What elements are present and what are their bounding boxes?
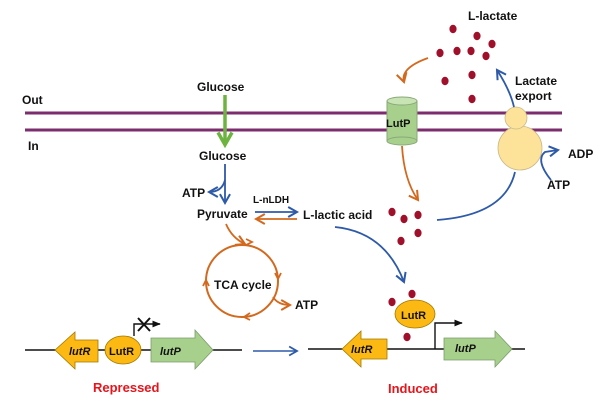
lactate-dot xyxy=(473,31,481,41)
atp-tca-label: ATP xyxy=(295,298,318,312)
cell-membrane xyxy=(25,111,562,132)
out-label: Out xyxy=(22,93,43,107)
tca-arrowhead xyxy=(242,312,251,321)
tca-atp-arrow xyxy=(272,296,293,311)
lutp-transporter: LutP xyxy=(386,96,418,146)
bound-lactate-dots xyxy=(388,289,416,342)
enzyme-label: L-nLDH xyxy=(253,195,289,206)
atp-to-adp-arrow xyxy=(540,145,561,181)
lutp-label: LutP xyxy=(386,118,410,130)
lactate-dot xyxy=(414,228,422,238)
extracellular-lactate-dots xyxy=(436,24,496,104)
glucose-in-label: Glucose xyxy=(199,149,247,163)
lactate-induction-arrow xyxy=(334,226,407,284)
active-promoter-arrow xyxy=(434,319,463,349)
lactate-dot xyxy=(468,94,476,104)
lutr-repressor-label: LutR xyxy=(109,346,134,358)
lutr-released xyxy=(394,299,436,329)
exporter-lower xyxy=(497,125,543,171)
tca-arrowhead xyxy=(274,272,282,282)
lactate-dot xyxy=(400,214,408,224)
adp-label: ADP xyxy=(568,147,593,161)
lactate-dot xyxy=(408,289,416,299)
atp-release-arrow xyxy=(206,179,226,198)
glucose-out-label: Glucose xyxy=(197,80,245,94)
lactic-acid-label: L-lactic acid xyxy=(303,208,372,222)
atp-glycolysis-label: ATP xyxy=(182,186,205,200)
exporter-upper xyxy=(504,106,528,130)
lactate-dot xyxy=(482,51,490,61)
lactate-dot xyxy=(388,207,396,217)
l-lactate-label: L-lactate xyxy=(468,9,518,23)
lactate-dot xyxy=(449,24,457,34)
repressed-operon: lutR LutR lutP xyxy=(25,317,242,371)
lactate-dot xyxy=(414,210,422,220)
lutp-top xyxy=(386,96,418,106)
lutr-gene-arrow xyxy=(54,331,99,370)
lactate-dot xyxy=(403,332,411,342)
lactate-dot xyxy=(436,48,444,58)
lactate-dot xyxy=(397,236,405,246)
lutp-import-arrow xyxy=(401,145,420,202)
lutp-body xyxy=(386,100,418,142)
lactate-export-label-1: Lactate xyxy=(515,74,557,88)
tca-arrowhead xyxy=(202,277,210,287)
lactate-dot xyxy=(441,76,449,86)
block-x-icon xyxy=(137,317,151,332)
tca-cycle-label: TCA cycle xyxy=(214,278,272,292)
lactate-exporter xyxy=(497,106,543,171)
lutr-gene-label: lutR xyxy=(351,344,372,356)
lutp-bottom xyxy=(386,136,418,146)
lutr-released-label: LutR xyxy=(401,310,426,322)
lactate-dot xyxy=(468,70,476,80)
lactate-uptake-arrow xyxy=(396,57,429,84)
induced-label: Induced xyxy=(388,381,438,396)
pyruvate-to-tca-arrow xyxy=(225,223,247,246)
lutr-gene-arrow xyxy=(341,330,388,368)
lutp-gene-label: lutP xyxy=(160,346,181,358)
lutp-gene-arrow xyxy=(443,329,513,369)
lactate-dot xyxy=(388,297,396,307)
blocked-promoter-arrow xyxy=(133,320,161,336)
lactate-dot xyxy=(467,46,475,56)
lactate-export-arrow xyxy=(495,68,515,108)
intracellular-lactate-dots xyxy=(388,207,422,246)
repressed-label: Repressed xyxy=(93,380,160,395)
tca-arrowhead xyxy=(245,238,255,246)
in-label: In xyxy=(28,139,39,153)
lutr-repressor xyxy=(104,335,142,365)
pyruvate-label: Pyruvate xyxy=(197,207,248,221)
tca-cycle xyxy=(202,238,282,321)
lutp-gene-label: lutP xyxy=(455,343,476,355)
lactate-export-label-2: export xyxy=(515,89,552,103)
lactate-dot xyxy=(488,39,496,49)
atp-export-label: ATP xyxy=(547,178,570,192)
lactate-dot xyxy=(453,46,461,56)
lactate-export-path xyxy=(436,171,516,221)
lutp-gene-arrow xyxy=(150,328,214,371)
induced-operon: lutR lutP LutR xyxy=(308,299,525,369)
lutr-gene-label: lutR xyxy=(69,346,90,358)
